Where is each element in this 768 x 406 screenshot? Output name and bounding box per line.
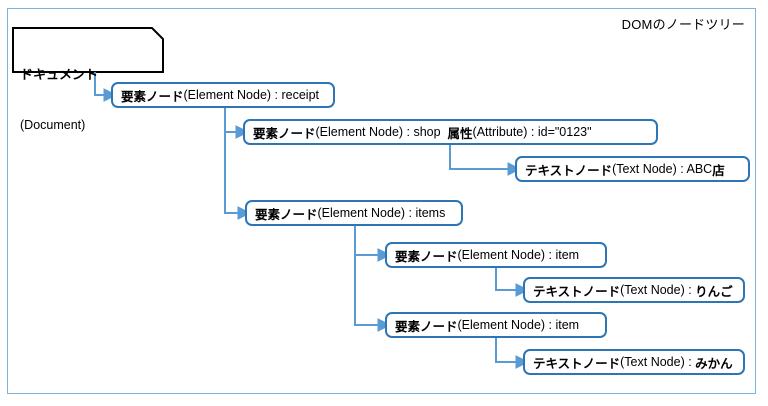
node-label: 要素ノード xyxy=(255,207,318,222)
node-element-items: 要素ノード(Element Node) : items xyxy=(245,200,463,226)
node-label: テキストノード xyxy=(533,356,621,371)
document-node-label-jp: ドキュメント xyxy=(20,67,99,82)
node-label: 要素ノード xyxy=(395,249,458,264)
diagram-border-frame xyxy=(7,8,756,394)
diagram-title: DOMのノードツリー xyxy=(621,17,745,32)
node-label: 要素ノード xyxy=(395,319,458,334)
node-label: 要素ノード xyxy=(253,126,316,141)
node-label: テキストノード xyxy=(525,163,613,178)
document-node-label: ドキュメント (Document) xyxy=(20,32,98,168)
node-element-item-2: 要素ノード(Element Node) : item xyxy=(385,312,607,338)
node-label: 要素ノード xyxy=(121,89,184,104)
node-element-item-1: 要素ノード(Element Node) : item xyxy=(385,242,607,268)
document-node-label-en: (Document) xyxy=(20,118,86,132)
node-text-mikan: テキストノード(Text Node) : みかん xyxy=(523,349,745,375)
node-element-shop: 要素ノード(Element Node) : shop 属性(Attribute)… xyxy=(243,119,658,145)
node-text-ringo: テキストノード(Text Node) : りんご xyxy=(523,277,745,303)
node-element-receipt: 要素ノード(Element Node) : receipt xyxy=(111,82,335,108)
node-label: テキストノード xyxy=(533,284,621,299)
